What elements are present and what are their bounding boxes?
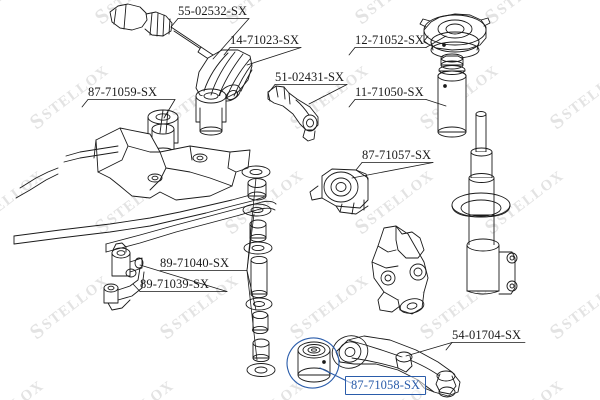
part-steering-knuckle [371, 225, 429, 315]
part-bushing-87-71059 [147, 88, 227, 157]
part-stack-bushings [241, 165, 276, 377]
leader-lines [81, 18, 526, 361]
part-number-55-02532-sx: 55-02532-SX [178, 4, 248, 18]
part-strut-mount [419, 13, 491, 59]
part-strut-assembly [451, 111, 518, 295]
part-control-arm [331, 335, 461, 398]
part-number-89-71040-sx: 89-71040-SX [160, 256, 230, 270]
part-number-89-71039-sx: 89-71039-SX [140, 277, 210, 291]
part-subframe [15, 109, 251, 201]
part-number-54-01704-sx: 54-01704-SX [452, 328, 522, 342]
part-rack-boot [195, 49, 253, 102]
part-bump-stop [437, 53, 467, 138]
part-number-87-71057-sx: 87-71057-SX [362, 148, 432, 162]
part-stabilizer-link [267, 85, 319, 142]
part-number-11-71050-sx: 11-71050-SX [355, 85, 424, 99]
part-number-87-71058-sx[interactable]: 87-71058-SX [345, 376, 427, 395]
part-stabilizer-bushing-bracket [103, 242, 145, 311]
part-stabilizer-bar [13, 189, 277, 253]
part-bushing-bracket-87-71057 [309, 168, 369, 215]
part-number-14-71023-sx: 14-71023-SX [230, 33, 300, 47]
part-number-12-71052-sx: 12-71052-SX [355, 33, 425, 47]
part-number-87-71059-sx: 87-71059-SX [88, 85, 158, 99]
part-number-51-02431-sx: 51-02431-SX [275, 70, 345, 84]
